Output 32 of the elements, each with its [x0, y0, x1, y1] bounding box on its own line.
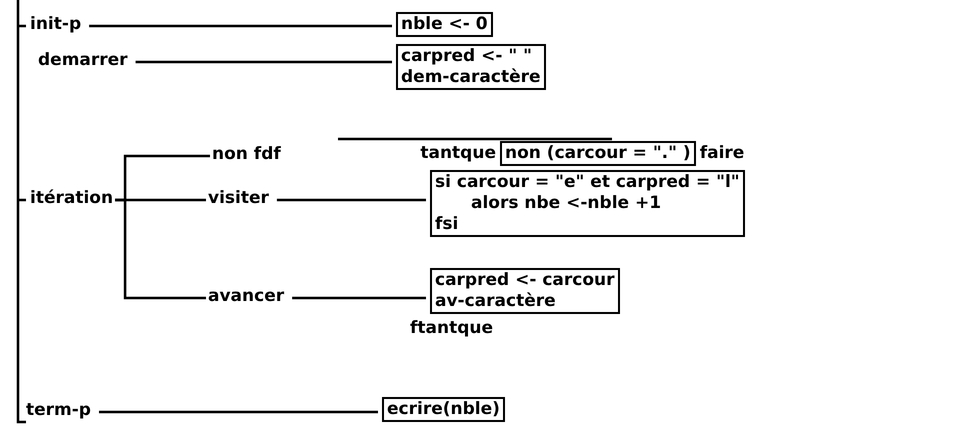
- connector-line: [98, 410, 378, 414]
- connector-line: [89, 24, 392, 28]
- code-line: carpred <- carcour: [435, 270, 614, 291]
- step-label: itération: [30, 188, 114, 209]
- step-label: term-p: [26, 400, 91, 421]
- keyword: tantque: [420, 143, 496, 164]
- code-box: [382, 397, 505, 422]
- connector-line: [276, 198, 426, 202]
- code-line: si carcour = "e" et carpred = "l": [435, 172, 740, 193]
- code-line: fsi: [435, 214, 460, 235]
- code-line: carpred <- " ": [401, 46, 533, 67]
- code-line: alors nbe <-nble +1: [470, 193, 662, 214]
- keyword: ftantque: [410, 318, 494, 339]
- code-box: [430, 268, 620, 314]
- connector-line: [292, 296, 426, 300]
- code-line: non (carcour = "." ): [505, 143, 691, 164]
- code-box: [396, 44, 546, 90]
- code-line: dem-caractère: [401, 67, 541, 88]
- keyword: faire: [700, 143, 744, 164]
- connector-line: [136, 60, 392, 64]
- step-label: demarrer: [38, 50, 128, 71]
- code-line: av-caractère: [435, 291, 557, 312]
- step-label: non fdf: [212, 144, 281, 165]
- code-line: nble <- 0: [401, 14, 488, 35]
- code-box: [396, 12, 493, 37]
- step-label: init-p: [30, 14, 82, 35]
- bracket-branch: [115, 198, 206, 300]
- step-label: visiter: [208, 188, 269, 209]
- step-label: avancer: [208, 286, 284, 307]
- code-line: ecrire(nble): [387, 399, 500, 420]
- code-box: [500, 141, 696, 166]
- code-box: [430, 170, 745, 237]
